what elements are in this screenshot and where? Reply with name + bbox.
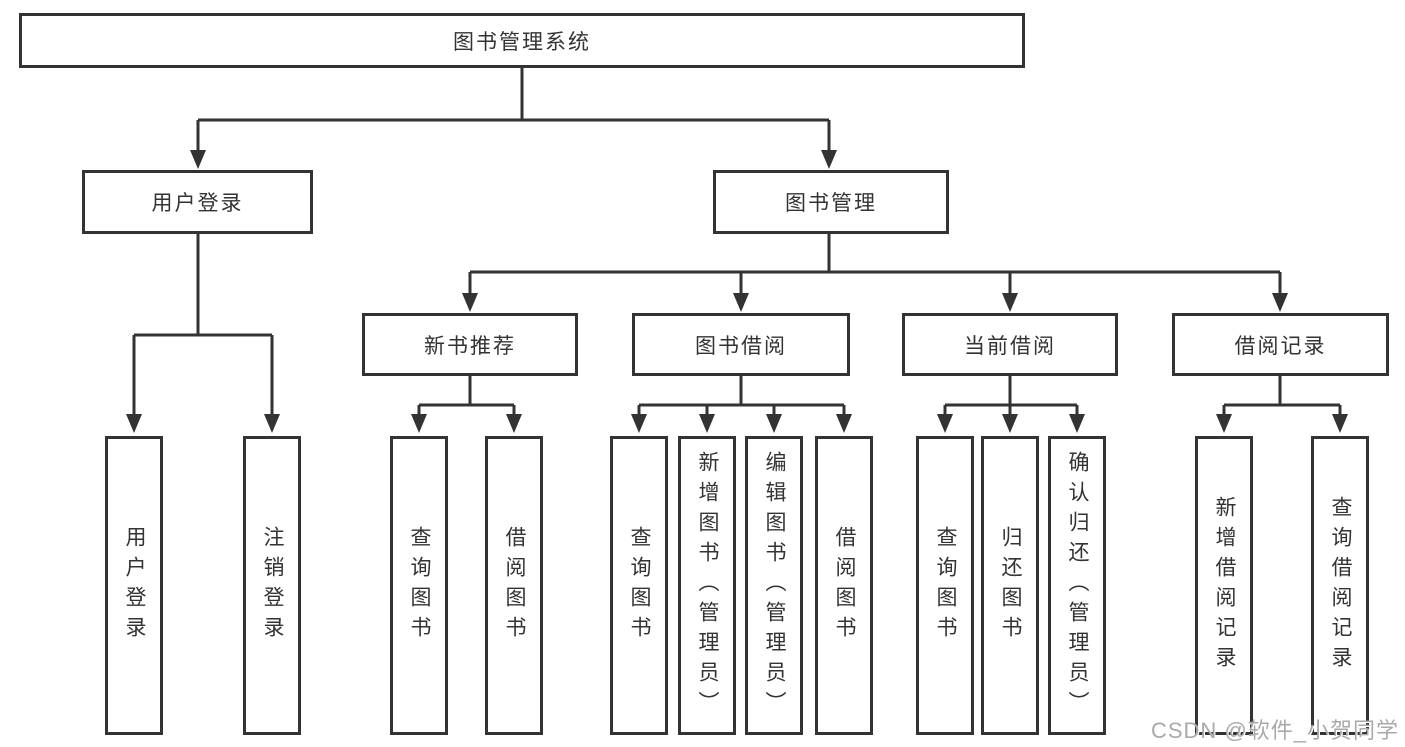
leaf-user-login: 用户登录	[105, 436, 163, 735]
arrowhead-icon	[821, 150, 837, 169]
leaf-borrow-books: 借阅图书	[815, 436, 873, 735]
node-current-borrowing: 当前借阅	[902, 313, 1118, 376]
leaf-borrow-books-recommend: 借阅图书	[485, 436, 543, 735]
node-book-borrowing: 图书借阅	[632, 313, 850, 376]
arrowhead-icon	[1069, 414, 1085, 433]
leaf-add-books-admin: 新增图书（管理员）	[678, 436, 736, 735]
leaf-return-books: 归还图书	[981, 436, 1039, 735]
arrowheads	[126, 150, 1348, 433]
node-user-login: 用户登录	[82, 170, 313, 234]
arrowhead-icon	[1002, 414, 1018, 433]
leaf-logout: 注销登录	[243, 436, 301, 735]
arrowhead-icon	[631, 414, 647, 433]
arrowhead-icon	[1272, 293, 1288, 312]
arrowhead-icon	[836, 414, 852, 433]
arrowhead-icon	[733, 293, 749, 312]
arrowhead-icon	[1332, 414, 1348, 433]
node-borrowing-records: 借阅记录	[1172, 313, 1389, 376]
arrowhead-icon	[462, 293, 478, 312]
arrowhead-icon	[699, 414, 715, 433]
arrowhead-icon	[264, 414, 280, 433]
leaf-edit-books-admin: 编辑图书（管理员）	[745, 436, 803, 735]
arrowhead-icon	[506, 414, 522, 433]
arrowhead-icon	[190, 150, 206, 169]
node-new-book-recommendation: 新书推荐	[362, 313, 578, 376]
leaf-query-borrow-record: 查询借阅记录	[1311, 436, 1369, 735]
node-library-management-system: 图书管理系统	[19, 13, 1025, 68]
arrowhead-icon	[126, 414, 142, 433]
leaf-query-books-borrowing: 查询图书	[610, 436, 668, 735]
node-book-management: 图书管理	[713, 170, 949, 234]
arrowhead-icon	[766, 414, 782, 433]
csdn-watermark: CSDN @软件_小贺同学	[1150, 718, 1399, 743]
arrowhead-icon	[1216, 414, 1232, 433]
arrowhead-icon	[1002, 293, 1018, 312]
leaf-confirm-return-admin: 确认归还（管理员）	[1048, 436, 1106, 735]
arrowhead-icon	[937, 414, 953, 433]
leaf-query-books-current: 查询图书	[916, 436, 974, 735]
leaf-add-borrow-record: 新增借阅记录	[1195, 436, 1253, 735]
leaf-query-books-recommend: 查询图书	[390, 436, 448, 735]
connector-stems	[132, 68, 1342, 418]
arrowhead-icon	[411, 414, 427, 433]
